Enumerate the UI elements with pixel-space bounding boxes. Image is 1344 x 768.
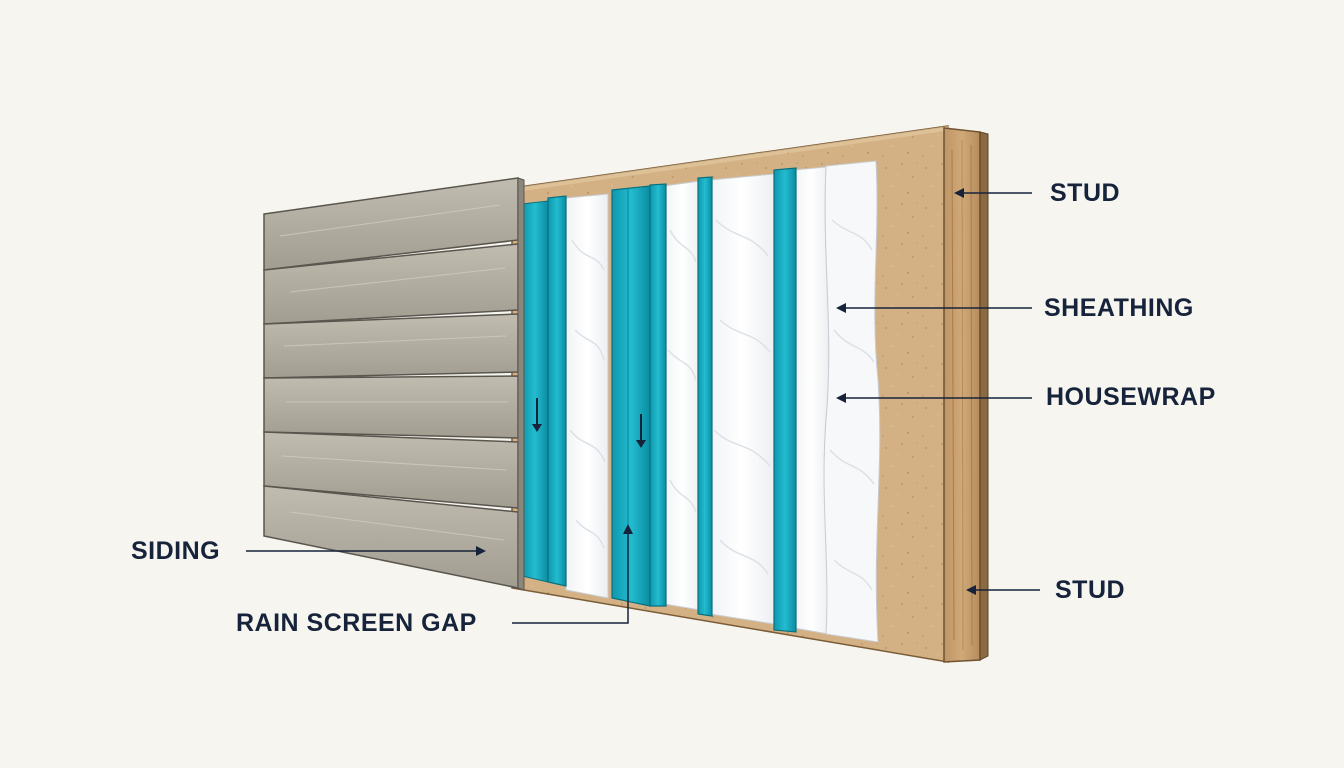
siding-label: SIDING [131,537,221,565]
housewrap-layer [565,160,881,643]
drainage-arrow [532,398,646,448]
leader-lines [246,188,1040,624]
rain-screen-gap-label: RAIN SCREEN GAP [236,609,477,637]
housewrap-label: HOUSEWRAP [1046,383,1216,411]
stud-bottom-label: STUD [1055,576,1126,604]
furring-strips [521,167,797,633]
siding-boards [263,177,525,591]
stud-top-label: STUD [1050,179,1121,207]
stud-member [943,127,989,663]
sheathing-label: SHEATHING [1044,294,1194,322]
